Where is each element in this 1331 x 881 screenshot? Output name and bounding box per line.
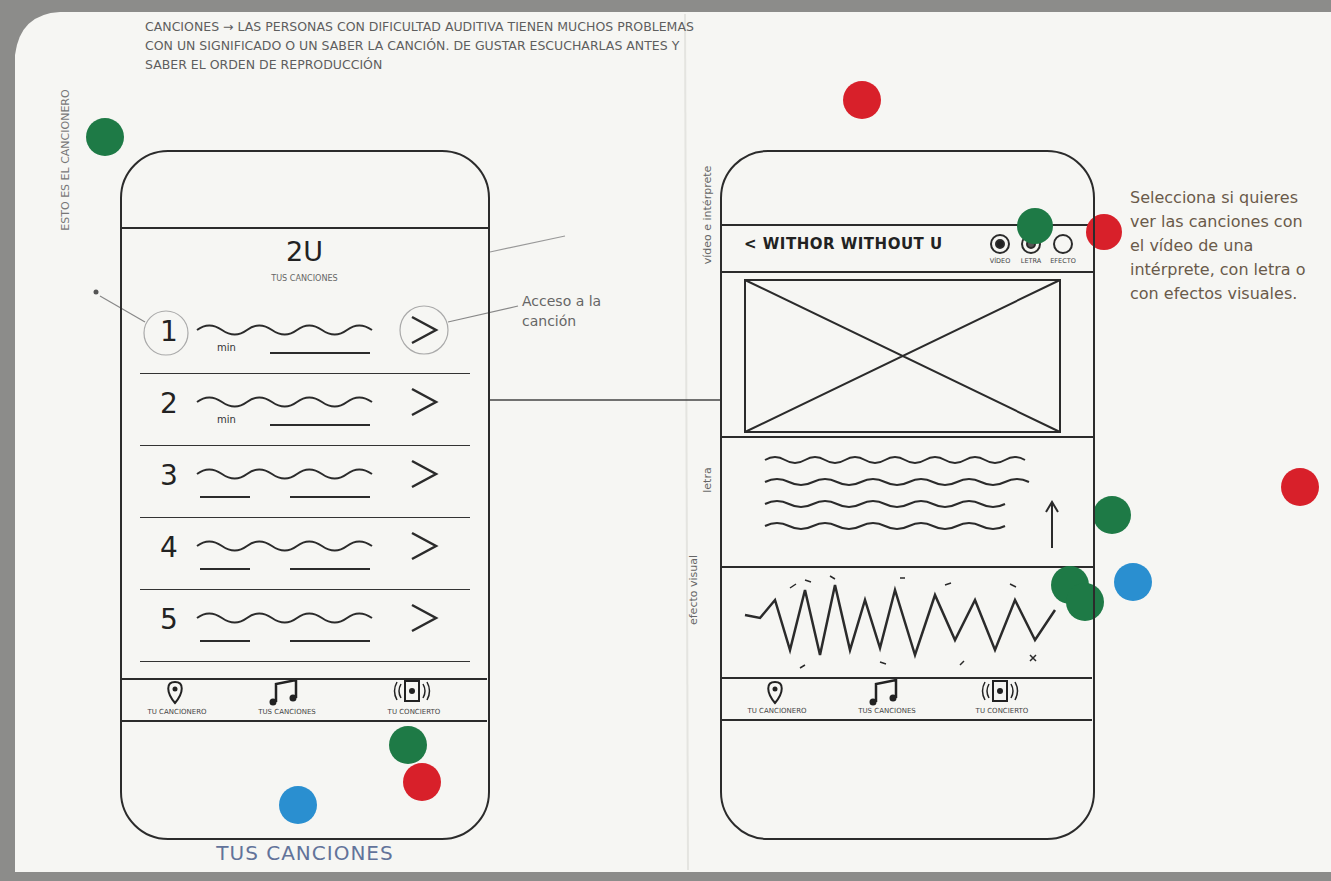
song-row: 4 [140, 518, 470, 590]
sketch-stroke [448, 306, 518, 322]
node-text: min [217, 342, 236, 354]
nav-icons [168, 680, 1017, 706]
sketch-stroke [991, 235, 1009, 253]
sketch-stroke [168, 682, 182, 703]
sketch-stroke [790, 576, 1036, 668]
paper-fold [685, 14, 688, 870]
sketch-stroke [1086, 214, 1122, 250]
sketch-stroke [768, 682, 782, 703]
node-text: 4 [160, 532, 178, 564]
sketch-stroke [745, 585, 1055, 655]
side-note: efecto visual [686, 555, 701, 625]
node-text: TUS CANCIONES [242, 708, 332, 716]
node-text: 1 [160, 316, 178, 348]
side-note: ESTO ES EL CANCIONERO [58, 89, 73, 230]
node-text: TU CANCIONERO [132, 708, 222, 716]
node-text: 3 [160, 460, 178, 492]
side-note: letra [700, 467, 715, 492]
node-text: TU CONCIERTO [957, 707, 1047, 715]
node-text: TUS CANCIONES [122, 274, 487, 283]
sketch-stroke [745, 280, 1060, 432]
song-row: 2 min [140, 374, 470, 446]
node-text: TUS CANCIONES [122, 842, 488, 865]
sketch-stroke [722, 271, 1093, 273]
node-text: 2U [122, 236, 487, 267]
sketch-stroke [765, 457, 1029, 529]
leader-dot [94, 290, 99, 295]
sketch-stroke [722, 436, 1093, 438]
sketch-stroke [144, 311, 188, 355]
sketch-stroke [722, 566, 1093, 568]
sketch-stroke [1066, 583, 1104, 621]
sketch-stroke [996, 240, 1004, 248]
sketch-stroke [197, 470, 372, 498]
sketch-stroke [197, 398, 372, 426]
sketch-stroke [86, 118, 124, 156]
sketch-stroke [197, 614, 372, 642]
song-row: 5 [140, 590, 470, 662]
node-text: 5 [160, 604, 178, 636]
sketch-stroke [983, 681, 1018, 701]
sticker-dots [86, 81, 1319, 824]
phone-frame: < WITHOR WITHOUT U TU CANCIONERO TUS CANCI… [720, 150, 1095, 840]
paper-sheet [15, 12, 1331, 872]
phone-one-sketch [100, 228, 565, 641]
node-text: TU CANCIONERO [732, 707, 822, 715]
screen-header: 2U TUS CANCIONES [122, 232, 487, 302]
node-text: min [217, 414, 236, 426]
sketch-stroke [1093, 496, 1131, 534]
phone-two-sketch [722, 225, 1093, 668]
song-row: 1 min [140, 302, 470, 374]
sketch-stroke [1281, 468, 1319, 506]
sketch-stroke [395, 681, 430, 701]
sketch-stroke [279, 786, 317, 824]
node-text: TUS CANCIONES [842, 707, 932, 715]
sketch-stroke [843, 81, 881, 119]
icon-caption: LETRA [1021, 257, 1041, 266]
design-note: Selecciona si quieres ver las canciones … [1130, 186, 1320, 306]
sketch-stroke [100, 296, 145, 322]
sketch-stroke [745, 280, 1060, 432]
sketch-stroke [1054, 235, 1072, 253]
sketch-stroke [270, 680, 297, 706]
node-text: TU CONCIERTO [369, 708, 459, 716]
sketch-stroke [1046, 502, 1058, 548]
song-row: 3 [140, 446, 470, 518]
icon-caption: EFECTO [1050, 257, 1076, 266]
tab-bar: TU CANCIONERO TUS CANCIONES TU CONCIERTO [722, 677, 1092, 721]
sketch-stroke [870, 680, 897, 706]
sketch-stroke [1017, 208, 1053, 244]
icon-caption: VÍDEO [990, 257, 1011, 266]
sketch-stroke [1114, 563, 1152, 601]
sketch-stroke [490, 236, 565, 252]
phone-frame: TUS CANCIONES 2U TUS CANCIONES 1 min 2 min 3 4 5T… [120, 150, 490, 840]
sketch-stroke [197, 542, 372, 570]
sketch-stroke [412, 317, 436, 631]
callout-note: Acceso a la canción [522, 292, 632, 331]
sketch-stroke [403, 763, 441, 801]
node-text: 2 [160, 388, 178, 420]
sketch-stroke [490, 400, 720, 401]
sketch-stroke [122, 227, 488, 229]
side-note: vídeo e intérprete [700, 166, 715, 265]
design-note: CANCIONES → LAS PERSONAS CON DIFICULTAD … [145, 18, 705, 74]
connector-line [490, 399, 720, 401]
sketch-stroke [389, 726, 427, 764]
tab-bar: TU CANCIONERO TUS CANCIONES TU CONCIERTO [122, 678, 487, 722]
sketch-stroke [197, 326, 372, 354]
node-text: < WITHOR WITHOUT U [744, 236, 943, 253]
sketch-stroke [400, 306, 448, 354]
